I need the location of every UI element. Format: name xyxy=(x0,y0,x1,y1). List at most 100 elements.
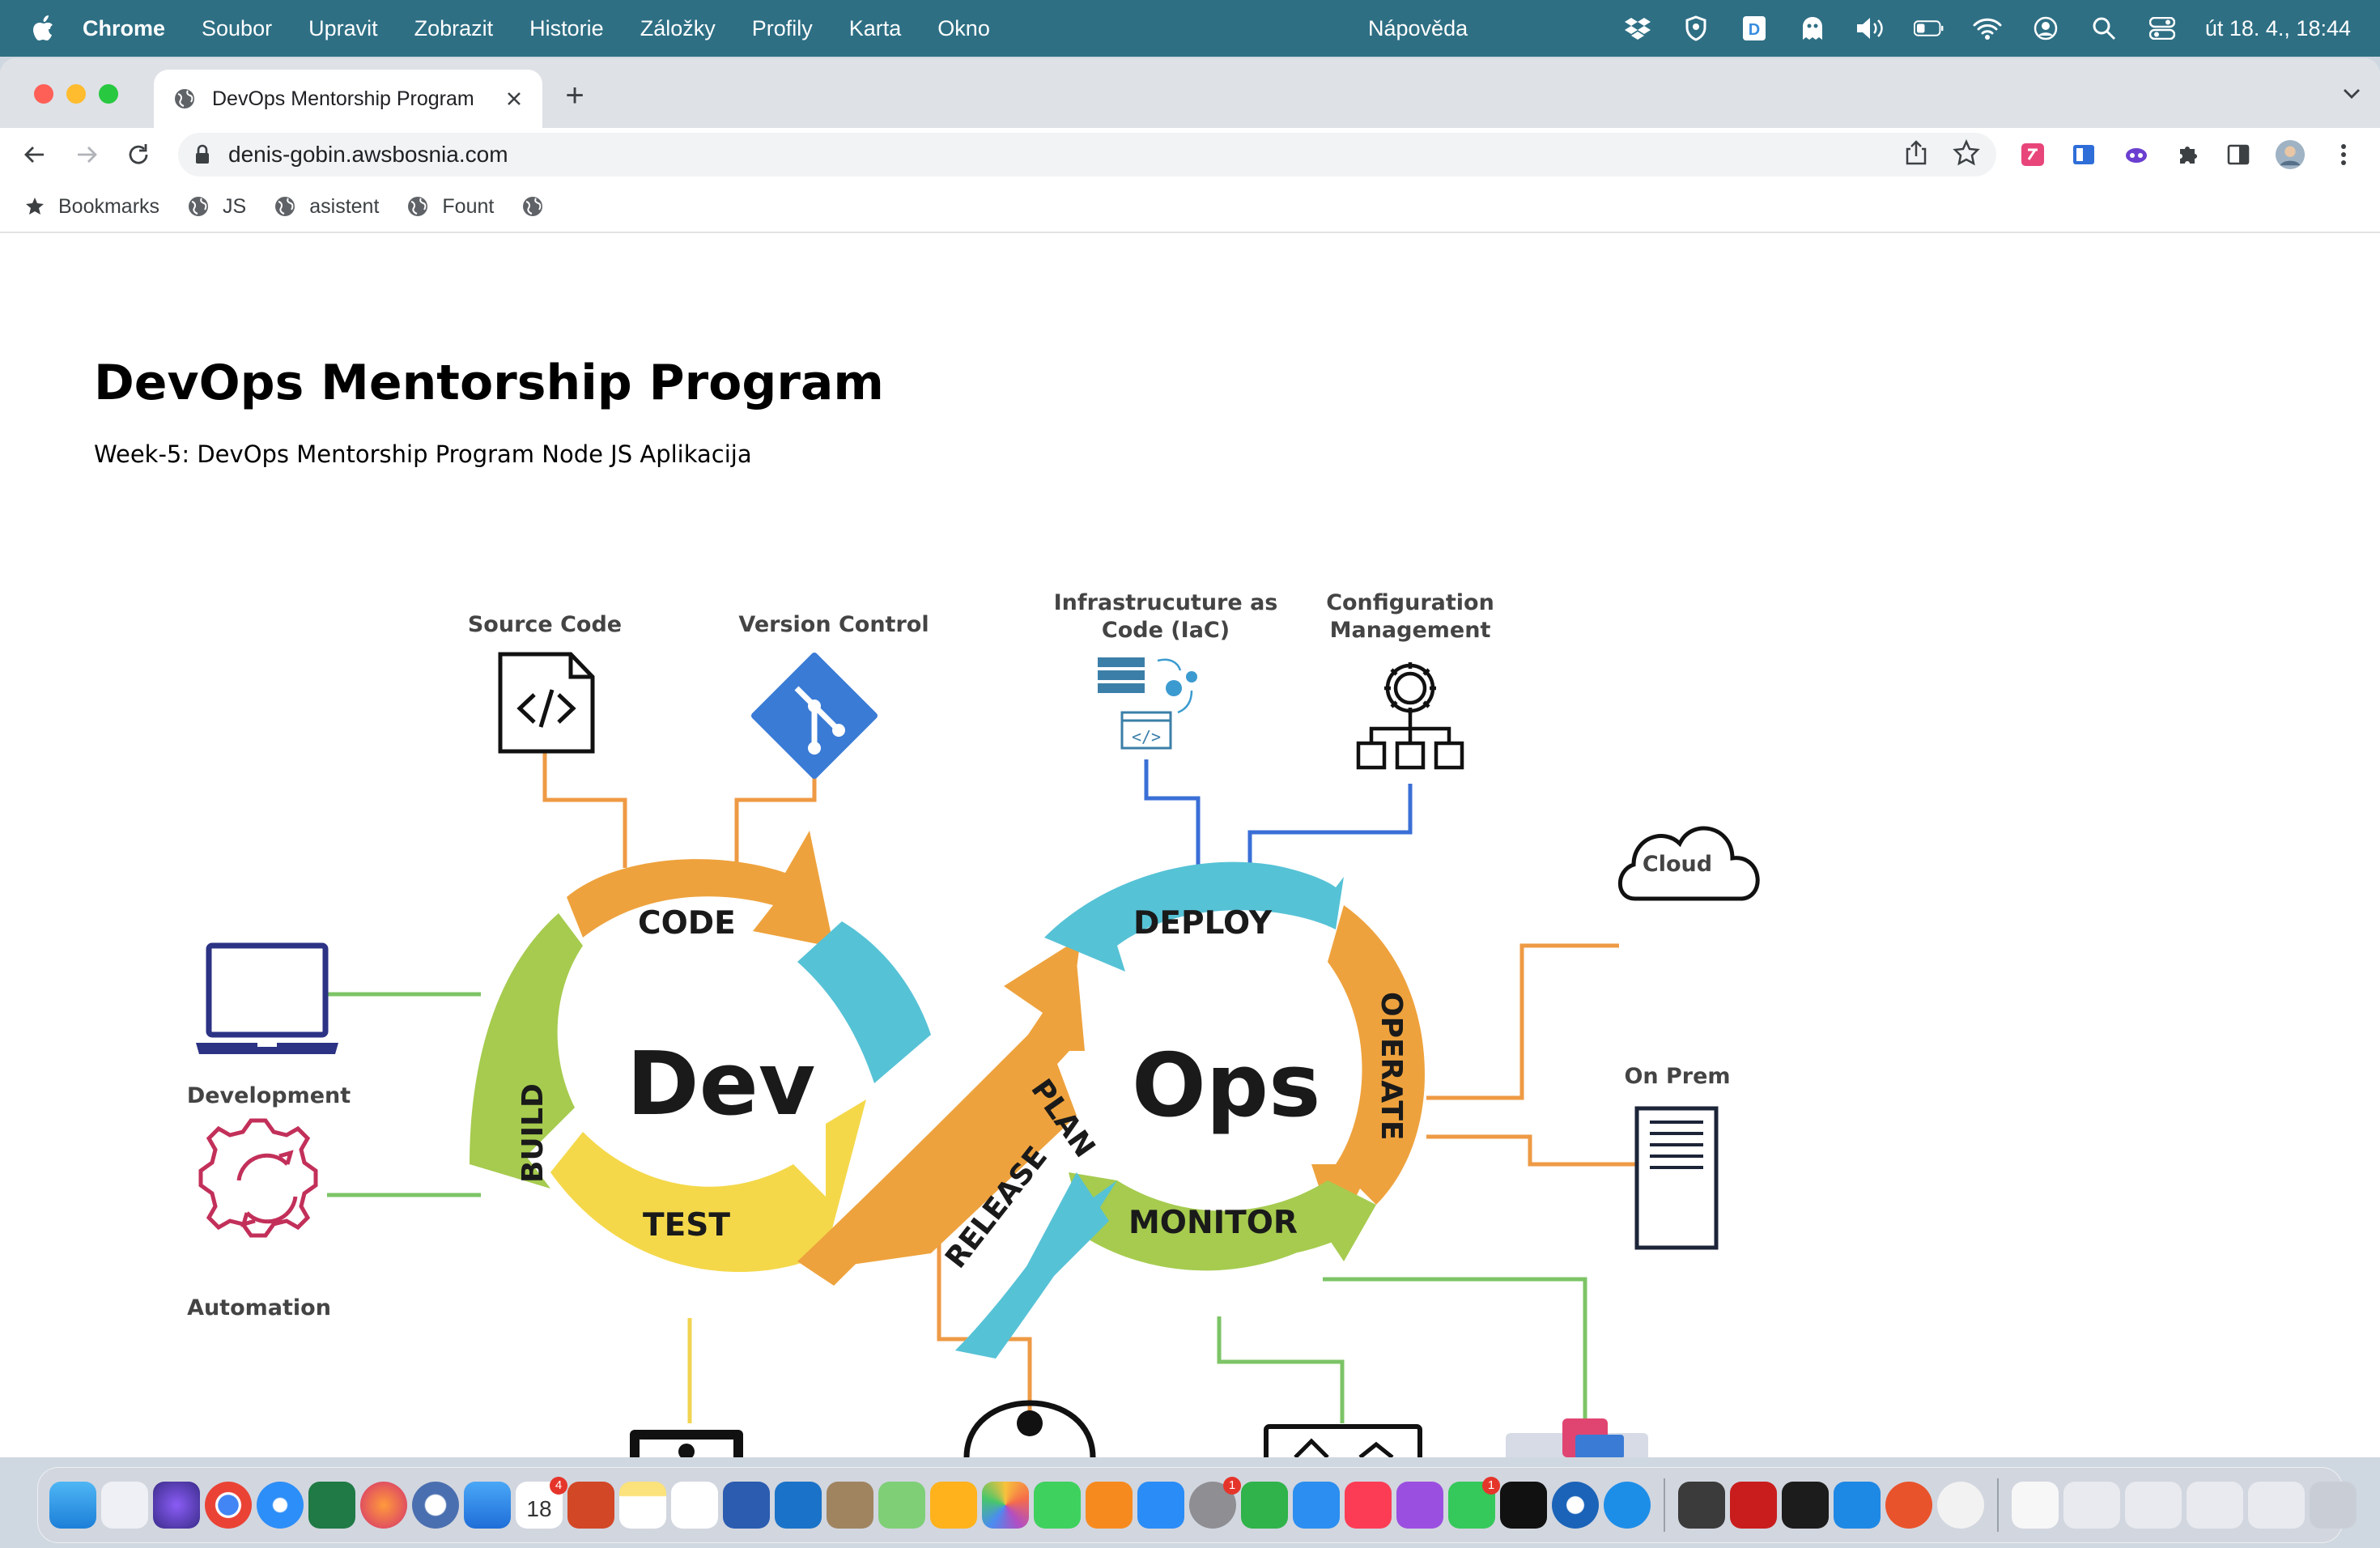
bookmark-item-asistent[interactable]: asistent xyxy=(274,195,379,219)
ghost-icon[interactable] xyxy=(1797,15,1828,42)
battery-icon[interactable] xyxy=(1913,15,1944,42)
spotlight-icon[interactable] xyxy=(2089,15,2119,42)
connector-iac xyxy=(1144,759,1201,868)
back-button[interactable] xyxy=(18,138,52,172)
app-store-icon[interactable] xyxy=(1137,1482,1184,1529)
profile-avatar[interactable] xyxy=(2275,139,2306,170)
menu-view[interactable]: Zobrazit xyxy=(414,15,494,40)
dropbox-icon[interactable] xyxy=(1622,15,1653,42)
maps-icon[interactable] xyxy=(878,1482,925,1529)
iac-label-line2: Code (IaC) xyxy=(1102,618,1230,643)
app-circle-icon[interactable] xyxy=(412,1482,459,1529)
chrome-icon[interactable] xyxy=(205,1482,252,1529)
window-thumbnail-2[interactable] xyxy=(2125,1482,2182,1529)
extension-pink-icon[interactable] xyxy=(2017,139,2048,170)
chevron-down-icon[interactable] xyxy=(2341,83,2362,104)
keynote-icon[interactable] xyxy=(1293,1482,1340,1529)
extension-purple-icon[interactable] xyxy=(2121,139,2152,170)
finder-icon[interactable] xyxy=(49,1482,96,1529)
postman-icon[interactable] xyxy=(1885,1482,1932,1529)
bookmark-item-js[interactable]: JS xyxy=(187,195,246,219)
puzzle-extensions-icon[interactable] xyxy=(2173,139,2204,170)
control-center-icon[interactable] xyxy=(2147,15,2178,42)
bookmark-item-untitled[interactable] xyxy=(521,195,557,218)
music-icon[interactable] xyxy=(1345,1482,1392,1529)
globe-icon xyxy=(275,197,295,216)
menu-tab[interactable]: Karta xyxy=(848,15,902,40)
new-tab-button[interactable]: + xyxy=(565,78,584,113)
messages-icon[interactable]: 1 xyxy=(1448,1477,1500,1529)
mail-icon[interactable] xyxy=(464,1482,511,1529)
vscode-icon[interactable] xyxy=(1834,1482,1881,1529)
lock-icon[interactable] xyxy=(194,144,210,165)
excel-icon[interactable] xyxy=(308,1482,355,1529)
wifi-icon[interactable] xyxy=(1972,15,2003,42)
notes-icon[interactable] xyxy=(619,1482,666,1529)
kebab-menu-icon[interactable] xyxy=(2328,139,2359,170)
freeform-icon[interactable] xyxy=(671,1482,718,1529)
url-text[interactable]: denis-gobin.awsbosnia.com xyxy=(228,142,508,167)
shield-icon[interactable] xyxy=(1681,15,1711,42)
sublime-text-icon[interactable] xyxy=(1678,1482,1725,1529)
tab-devops-mentorship[interactable]: DevOps Mentorship Program xyxy=(154,70,542,128)
menu-history[interactable]: Historie xyxy=(529,15,604,40)
share-icon[interactable] xyxy=(1904,139,1928,167)
calendar-badge: 4 xyxy=(550,1477,567,1495)
numbers-icon[interactable] xyxy=(1241,1482,1288,1529)
side-panel-icon[interactable] xyxy=(2223,139,2254,170)
outlook-icon[interactable] xyxy=(775,1482,822,1529)
reload-button[interactable] xyxy=(121,138,155,172)
acrobat-icon[interactable] xyxy=(1730,1482,1777,1529)
terminal-icon[interactable] xyxy=(1782,1482,1829,1529)
emoji-app-icon[interactable] xyxy=(1937,1482,1984,1529)
star-bookmark-icon[interactable] xyxy=(1953,139,1980,167)
powerpoint-icon[interactable] xyxy=(567,1482,614,1529)
menu-app-name[interactable]: Chrome xyxy=(83,15,166,40)
window-thumbnail-3[interactable] xyxy=(2187,1482,2243,1529)
photos-icon[interactable] xyxy=(982,1482,1029,1529)
close-tab-icon[interactable] xyxy=(505,90,523,108)
minimize-window-button[interactable] xyxy=(66,84,86,104)
menu-help[interactable]: Nápověda xyxy=(1368,16,1468,40)
podcasts-icon[interactable] xyxy=(1396,1482,1443,1529)
menu-profiles[interactable]: Profily xyxy=(751,15,813,40)
address-bar[interactable]: denis-gobin.awsbosnia.com xyxy=(178,133,1996,176)
notes-app-icon[interactable]: D xyxy=(1739,15,1770,42)
user-icon[interactable] xyxy=(2030,15,2061,42)
word-icon[interactable] xyxy=(723,1482,770,1529)
stage-code-segment xyxy=(567,831,834,947)
bookmark-item-bookmarks[interactable]: Bookmarks xyxy=(24,195,159,219)
facetime-icon[interactable] xyxy=(1034,1482,1081,1529)
window-thumbnail-1[interactable] xyxy=(2063,1482,2120,1529)
calendar-date: 18 xyxy=(526,1496,552,1521)
menu-window[interactable]: Okno xyxy=(937,15,990,40)
close-window-button[interactable] xyxy=(34,84,53,104)
system-settings-icon[interactable]: 1 xyxy=(1189,1477,1241,1529)
menu-bookmarks[interactable]: Záložky xyxy=(640,15,716,40)
safari-icon[interactable] xyxy=(257,1482,304,1529)
trash-icon[interactable] xyxy=(2310,1482,2357,1529)
firefox-icon[interactable] xyxy=(360,1482,407,1529)
infrastructure-as-code-icon: </> xyxy=(1098,657,1197,750)
menu-file[interactable]: Soubor xyxy=(202,15,273,40)
siri-icon[interactable] xyxy=(153,1482,200,1529)
zoom-window-button[interactable] xyxy=(99,84,118,104)
apple-tv-icon[interactable] xyxy=(1500,1482,1547,1529)
menu-clock[interactable]: út 18. 4., 18:44 xyxy=(2204,15,2351,40)
pages-icon[interactable] xyxy=(930,1482,977,1529)
app-brown-icon[interactable] xyxy=(827,1482,873,1529)
skype-icon[interactable] xyxy=(1604,1482,1651,1529)
books-icon[interactable] xyxy=(1086,1482,1133,1529)
launchpad-icon[interactable] xyxy=(101,1482,148,1529)
volume-icon[interactable] xyxy=(1855,15,1886,42)
menu-edit[interactable]: Upravit xyxy=(308,15,378,40)
apple-icon[interactable] xyxy=(31,15,55,42)
bookmark-item-fount[interactable]: Fount xyxy=(406,195,494,219)
window-thumbnail-4[interactable] xyxy=(2248,1482,2305,1529)
forward-button[interactable] xyxy=(70,138,104,172)
document-thumbnail-icon[interactable] xyxy=(2012,1482,2059,1529)
vpn-app-icon[interactable] xyxy=(1552,1482,1599,1529)
extension-blue-icon[interactable] xyxy=(2069,139,2100,170)
